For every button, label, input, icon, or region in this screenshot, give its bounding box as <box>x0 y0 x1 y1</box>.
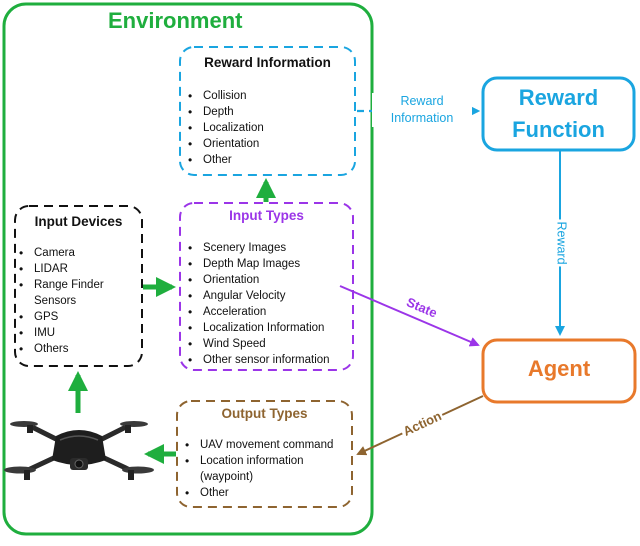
list-item: Other <box>183 485 348 501</box>
reward-function-box <box>481 76 636 152</box>
list-item: IMU <box>17 325 135 341</box>
output-types-list: UAV movement commandLocation information… <box>183 437 348 501</box>
edge-label-reward-information-line1: Reward <box>400 94 444 108</box>
reward-information-box <box>179 46 356 176</box>
list-item: Orientation <box>186 136 264 152</box>
list-item: Collision <box>186 88 264 104</box>
input-types-title: Input Types <box>229 208 304 223</box>
list-item: Depth <box>186 104 264 120</box>
list-item: UAV movement command <box>183 437 348 453</box>
list-item: Depth Map Images <box>186 256 330 272</box>
list-item: Localization <box>186 120 264 136</box>
list-item: Other sensor information <box>186 352 330 368</box>
list-item: Acceleration <box>186 304 330 320</box>
reward-function-line1: Reward <box>518 85 599 110</box>
drone-image <box>4 421 154 480</box>
list-item: Angular Velocity <box>186 288 330 304</box>
input-devices-list: CameraLIDARRange Finder SensorsGPSIMUOth… <box>17 245 135 357</box>
list-item: Camera <box>17 245 135 261</box>
list-item: Others <box>17 341 135 357</box>
edge-label-reward: Reward <box>554 219 569 267</box>
list-item: LIDAR <box>17 261 135 277</box>
reward-function-line2: Function <box>512 117 605 142</box>
list-item: Wind Speed <box>186 336 330 352</box>
list-item: Location information (waypoint) <box>183 453 348 485</box>
list-item: Scenery Images <box>186 240 330 256</box>
input-types-list: Scenery ImagesDepth Map ImagesOrientatio… <box>186 240 330 368</box>
edge-label-reward-information: Reward Information <box>372 93 472 127</box>
list-item: Range Finder Sensors <box>17 277 135 309</box>
reward-information-list: CollisionDepthLocalizationOrientationOth… <box>186 88 264 168</box>
list-item: Other <box>186 152 264 168</box>
edge-label-reward-information-line2: Information <box>390 111 454 125</box>
agent-box <box>481 338 637 404</box>
list-item: GPS <box>17 309 135 325</box>
arrow-state <box>339 285 480 347</box>
output-types-title: Output Types <box>221 406 308 421</box>
reward-function-title: Reward Function <box>485 82 632 146</box>
list-item: Orientation <box>186 272 330 288</box>
list-item: Localization Information <box>186 320 330 336</box>
reward-information-title: Reward Information <box>204 55 331 70</box>
input-devices-title: Input Devices <box>34 214 123 229</box>
environment-title: Environment <box>108 8 243 33</box>
environment-box <box>2 2 374 536</box>
input-devices-box <box>14 205 143 367</box>
agent-title: Agent <box>527 356 591 381</box>
